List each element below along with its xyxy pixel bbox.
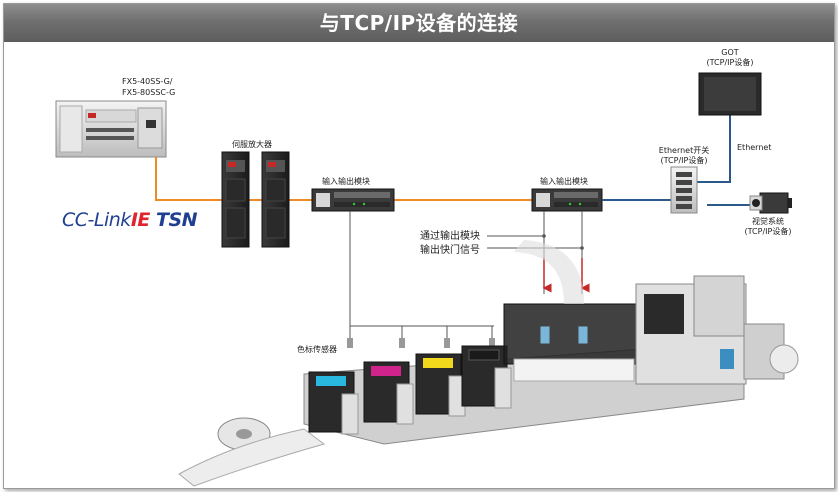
diagram-canvas xyxy=(55,72,799,487)
io-module-label-2: 输入输出模块 xyxy=(540,177,588,186)
color-sensor-label: 色标传感器 xyxy=(297,345,337,354)
logo-part-cclink: CC-Link xyxy=(62,209,131,231)
ethernet-lines xyxy=(602,114,754,206)
plc-unit xyxy=(55,100,167,158)
logo-part-ie: IE xyxy=(130,209,151,231)
plc-model-label-2: FX5-80SSC-G xyxy=(122,88,176,97)
diagram-frame: 与TCP/IP设备的连接 xyxy=(3,3,835,489)
page-title: 与TCP/IP设备的连接 xyxy=(319,11,519,35)
logo-part-tsn: TSN xyxy=(149,209,198,231)
vision-system-sub-label: (TCP/IP设备) xyxy=(744,227,792,236)
shutter-signal-note-1: 通过输出模块 xyxy=(420,231,480,242)
ethernet-label: Ethernet xyxy=(737,143,772,152)
cclink-ie-tsn-logo: CC-LinkIE TSN xyxy=(62,209,198,231)
plc-model-label-1: FX5-40SS-G/ xyxy=(122,77,173,86)
shutter-signal-note-2: 输出快门信号 xyxy=(420,245,480,256)
vision-camera xyxy=(749,192,792,214)
sensor-lines xyxy=(347,211,495,348)
io-module-2 xyxy=(531,188,603,212)
switch-label: Ethernet开关 xyxy=(658,146,710,155)
io-module-label-1: 输入输出模块 xyxy=(322,177,370,186)
servo-amplifier-label: 伺服放大器 xyxy=(232,140,272,149)
got-panel xyxy=(698,72,762,116)
servo-amplifiers xyxy=(221,151,290,248)
switch-sub-label: (TCP/IP设备) xyxy=(660,156,708,165)
io-module-1 xyxy=(311,188,395,212)
printing-machine xyxy=(178,240,799,487)
title-banner xyxy=(4,4,834,42)
got-sub-label: (TCP/IP设备) xyxy=(706,58,754,67)
vision-system-label: 视觉系统 xyxy=(752,217,784,226)
got-label: GOT xyxy=(721,48,739,57)
ethernet-switch xyxy=(670,166,698,214)
